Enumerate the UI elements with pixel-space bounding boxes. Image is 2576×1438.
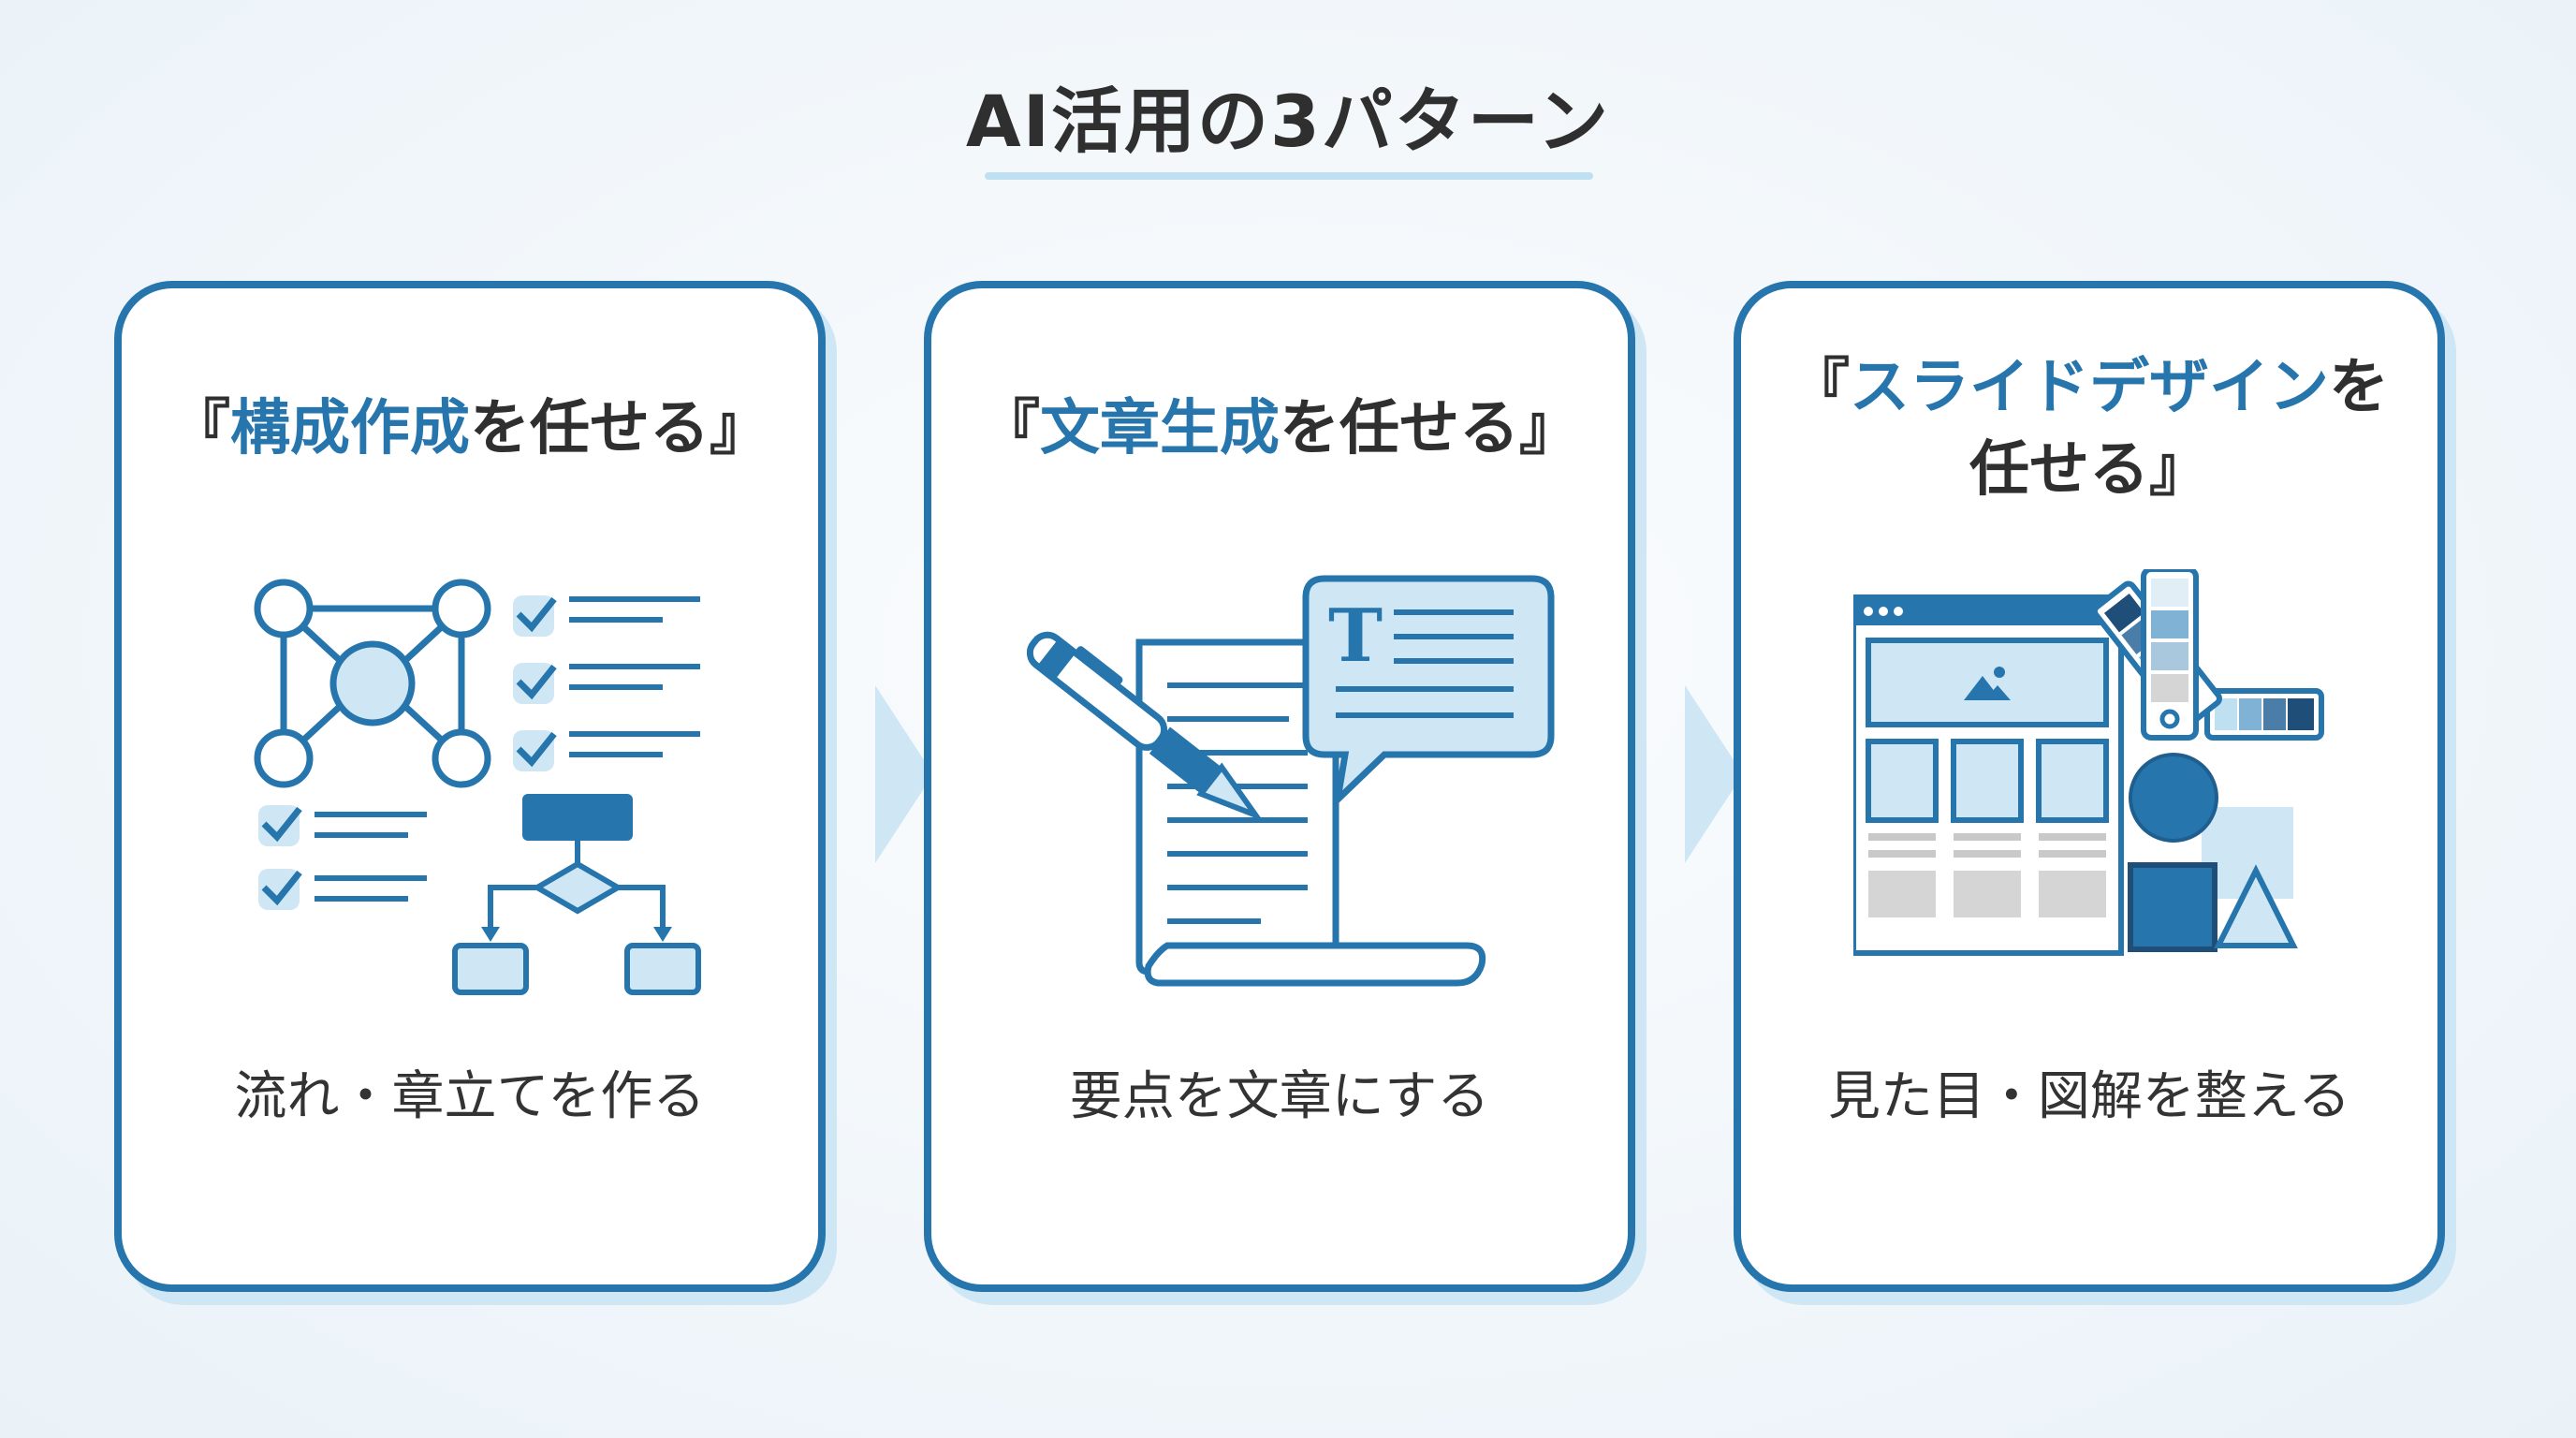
slide-design-icon bbox=[1853, 569, 2340, 990]
heading-bracket-open: 『 bbox=[1790, 353, 1850, 422]
card-heading: 『構成作成を任せる』 bbox=[122, 388, 818, 470]
heading-rest: を bbox=[2329, 353, 2389, 422]
arrow-right-1 bbox=[875, 685, 933, 863]
heading-highlight: スライドデザイン bbox=[1850, 353, 2329, 422]
heading-line-1: 『スライドデザインを bbox=[1741, 346, 2437, 429]
card-caption: 流れ・章立てを作る bbox=[234, 1066, 706, 1127]
card-heading: 『スライドデザインを 任せる』 bbox=[1741, 346, 2437, 511]
heading-highlight: 文章生成 bbox=[1040, 394, 1280, 463]
title-underline bbox=[985, 172, 1593, 180]
heading-line-2: 任せる』 bbox=[1969, 435, 2209, 505]
heading-rest: を任せる』 bbox=[470, 394, 769, 463]
arrow-right-2 bbox=[1685, 685, 1743, 863]
card-structure: 『構成作成を任せる』 bbox=[114, 281, 826, 1292]
card-caption: 見た目・図解を整える bbox=[1827, 1066, 2351, 1127]
bubble-letter-t: T bbox=[1328, 594, 1383, 679]
heading-bracket-open: 『 bbox=[980, 394, 1040, 463]
structure-flowchart-icon bbox=[251, 560, 738, 1009]
card-design: 『スライドデザインを 任せる』 bbox=[1734, 281, 2445, 1292]
heading-rest: を任せる』 bbox=[1280, 394, 1579, 463]
heading-bracket-open: 『 bbox=[170, 394, 230, 463]
pen-document-icon: T bbox=[1027, 560, 1570, 1000]
card-caption: 要点を文章にする bbox=[1069, 1066, 1490, 1127]
heading-highlight: 構成作成 bbox=[230, 394, 470, 463]
card-heading: 『文章生成を任せる』 bbox=[931, 388, 1628, 470]
page-title: AI活用の3パターン bbox=[965, 80, 1611, 163]
card-writing: 『文章生成を任せる』 T bbox=[924, 281, 1635, 1292]
